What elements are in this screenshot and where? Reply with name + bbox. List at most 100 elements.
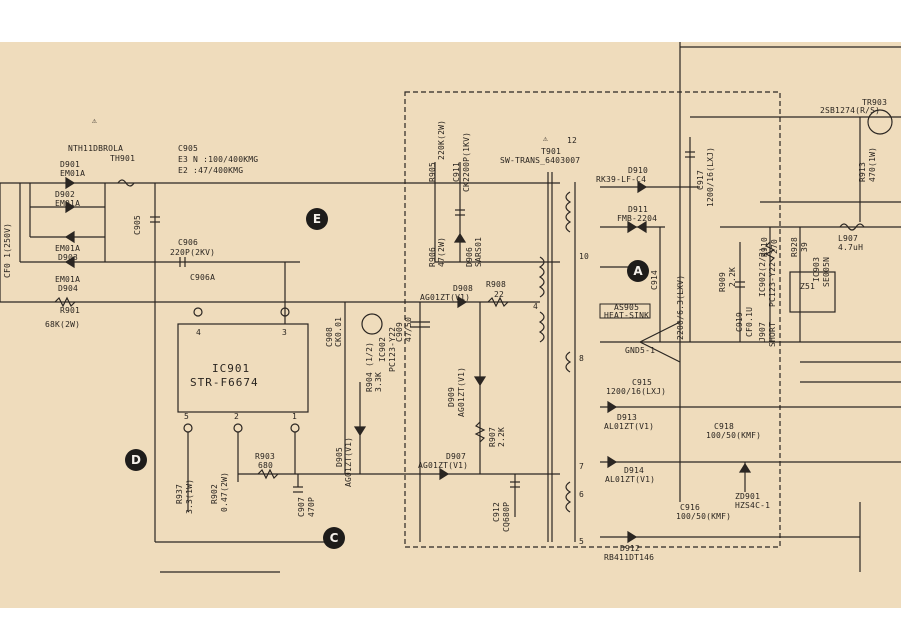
label-r902v: 0.47(2W) [220, 471, 229, 512]
label-c907v: 470P [307, 496, 316, 517]
label-c906: C906 [178, 238, 199, 247]
label-em2: EM01A [55, 199, 81, 208]
label-pin5: 5 [184, 412, 190, 421]
label-se: SE005N [822, 256, 831, 287]
label-r910v: 270 [770, 238, 779, 254]
label-c914v: 2200/6.3(LXV) [676, 274, 685, 340]
label-d911: D911 [628, 205, 649, 214]
label-em3: EM01A [55, 244, 81, 253]
label-heat: HEAT-SINK [604, 311, 650, 320]
label-cf0: CF0 1(250V) [3, 222, 12, 278]
label-c918v: 100/50(KMF) [706, 431, 762, 440]
label-d906: D906 [465, 246, 474, 267]
label-c915v: 1200/16(LXJ) [606, 387, 667, 396]
label-r906: R906 [428, 246, 437, 267]
label-r913v: 470(1W) [868, 146, 877, 182]
label-z51: Z51 [800, 282, 816, 291]
label-c906a: C906A [190, 273, 216, 282]
label-r907v: 2.2K [497, 426, 506, 447]
label-r909: R909 [718, 271, 727, 292]
label-d909v: AG01ZT(V1) [457, 366, 466, 417]
label-l907: L907 [838, 234, 859, 243]
label-rk: RK39-LF-C4 [596, 175, 647, 184]
label-r902: R902 [210, 483, 219, 504]
label-d909: D909 [447, 386, 456, 407]
label-pin2: 2 [234, 412, 240, 421]
schematic-sheet: ⚠ NTH11DBROLA TH901 C905 E3 N :100/400KM… [0, 42, 901, 608]
label-c912: C912 [492, 501, 501, 522]
label-jshort: SHORT [768, 321, 777, 347]
label-c919: C919 [735, 311, 744, 332]
label-zd901: ZD901 [735, 492, 761, 501]
label-c917: C917 [696, 169, 705, 190]
label-c909v: 47/50 [404, 316, 413, 342]
label-pin10: 10 [579, 252, 590, 261]
label-l907v: 4.7uH [838, 243, 864, 252]
label-d914v: AL01ZT(V1) [605, 475, 656, 484]
label-sars: SARS01 [474, 236, 483, 267]
label-gnd: GND5-1 [625, 346, 656, 355]
label-d905: D905 [335, 446, 344, 467]
label-sw: SW-TRANS_6403007 [500, 156, 581, 165]
label-em4: EM01A [55, 275, 81, 284]
label-r928: R928 [790, 236, 799, 257]
label-d913v: AL01ZT(V1) [604, 422, 655, 431]
label-pin4b: 4 [533, 302, 539, 311]
label-ic902: IC902 [378, 336, 387, 362]
callout-a: A [627, 260, 649, 282]
label-d914: D914 [624, 466, 645, 475]
label-c916: C916 [680, 503, 701, 512]
label-r906v: 47(2W) [437, 236, 446, 267]
label-ic903: IC903 [812, 256, 821, 282]
label-d912: D912 [620, 544, 641, 553]
label-nth: NTH11DBROLA [68, 144, 124, 153]
label-r903: R903 [255, 452, 276, 461]
label-pin12: 12 [567, 136, 578, 145]
label-r937v: 3.3(1W) [185, 478, 194, 514]
label-c911: C911 [452, 161, 461, 182]
label-d908: D908 [453, 284, 474, 293]
label-r928v: 39 [800, 241, 809, 252]
schematic-wiring [0, 42, 901, 573]
label-c919v: CF0.1U [745, 306, 754, 337]
label-d904: D904 [58, 284, 79, 293]
label-jx: J907 [758, 321, 767, 342]
label-as905: AS905 [614, 303, 640, 312]
callout-c: C [323, 527, 345, 549]
callout-d: D [125, 449, 147, 471]
label-d907v: AG01ZT(V1) [418, 461, 469, 470]
label-tr903: TR903 [862, 98, 888, 107]
label-tr903v: 2SB1274(R/S) [820, 106, 881, 115]
label-d902: D902 [55, 190, 76, 199]
label-r901: R901 [60, 306, 81, 315]
label-r901v: 68K(2W) [45, 320, 81, 329]
label-c905b: C905 [133, 214, 142, 235]
warning-icon: ⚠ [92, 116, 98, 125]
label-ic901: IC901 [212, 362, 251, 375]
label-ck: CK0.01 [334, 316, 343, 347]
label-pin1: 1 [292, 412, 298, 421]
label-c916v: 100/50(KMF) [676, 512, 732, 521]
label-c915: C915 [632, 378, 653, 387]
label-r909v: 2.2K [728, 266, 737, 287]
label-c917v: 1200/16(LXJ) [706, 146, 715, 207]
label-pin6: 6 [579, 490, 585, 499]
label-c909: C909 [395, 321, 404, 342]
label-c918: C918 [714, 422, 735, 431]
label-pin8: 8 [579, 354, 585, 363]
label-fmb: FMB-2204 [617, 214, 658, 223]
label-pin7: 7 [579, 462, 585, 471]
label-d905v: AG01ZT(V1) [344, 436, 353, 487]
label-r913: R913 [858, 161, 867, 182]
label-c907: C907 [297, 496, 306, 517]
callout-e: E [306, 208, 328, 230]
label-th901: TH901 [110, 154, 136, 163]
label-str: STR-F6674 [190, 376, 259, 389]
label-d908v: AG01ZT(V1) [420, 293, 471, 302]
label-c906v: 220P(2KV) [170, 248, 216, 257]
label-r904: R904 (1/2) [365, 341, 374, 392]
label-d910: D910 [628, 166, 649, 175]
label-r904v: 3.3K [374, 371, 383, 392]
label-rb: RB411DT146 [604, 553, 655, 562]
label-c908: C908 [325, 326, 334, 347]
